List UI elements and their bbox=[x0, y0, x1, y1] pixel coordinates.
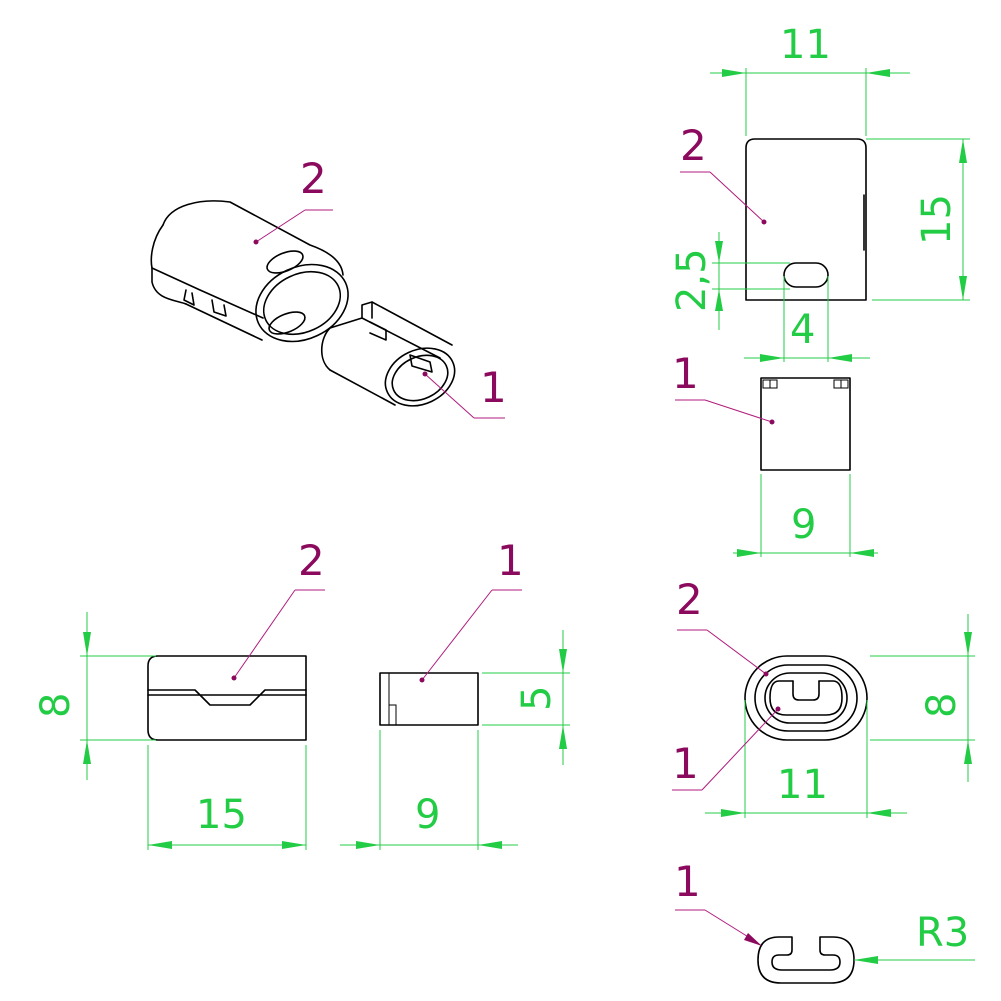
dim-front-height: 8 bbox=[33, 693, 79, 718]
front-view-housing: 8 15 2 bbox=[33, 536, 325, 850]
dim-slot-width: 4 bbox=[790, 307, 815, 353]
dim-end-width: 11 bbox=[777, 762, 828, 808]
callout-front-part2: 2 bbox=[298, 536, 325, 585]
dim-radius: R3 bbox=[916, 910, 969, 956]
isometric-view: 2 1 bbox=[150, 154, 507, 419]
dim-insert-width: 9 bbox=[791, 502, 816, 548]
callout-side-part1: 1 bbox=[497, 536, 524, 585]
top-view-housing: 11 15 2,5 4 2 bbox=[669, 22, 970, 362]
dim-front-length: 15 bbox=[196, 792, 247, 838]
callout-iso-part1: 1 bbox=[480, 363, 507, 412]
section-view-insert: R3 1 bbox=[674, 857, 975, 984]
iso-insert-part1 bbox=[320, 301, 456, 407]
callout-top-part1: 1 bbox=[672, 349, 699, 398]
iso-housing-part2 bbox=[150, 200, 349, 343]
dim-slot-offset: 2,5 bbox=[669, 248, 715, 312]
end-view-assembly: 8 11 2 1 bbox=[672, 575, 975, 818]
callout-end-part2: 2 bbox=[676, 575, 703, 624]
top-view-insert: 9 1 bbox=[672, 349, 878, 557]
dim-end-height: 8 bbox=[919, 693, 965, 718]
callout-end-part1: 1 bbox=[672, 739, 699, 788]
dim-insert-length: 9 bbox=[415, 792, 440, 838]
callout-section-part1: 1 bbox=[674, 857, 701, 906]
callout-iso-part2: 2 bbox=[300, 154, 327, 203]
side-view-insert: 5 9 1 bbox=[340, 536, 570, 850]
dim-insert-height: 5 bbox=[514, 686, 560, 711]
callout-top-part2: 2 bbox=[680, 121, 707, 170]
dim-top-width: 11 bbox=[780, 22, 831, 68]
dim-top-height: 15 bbox=[914, 194, 960, 245]
